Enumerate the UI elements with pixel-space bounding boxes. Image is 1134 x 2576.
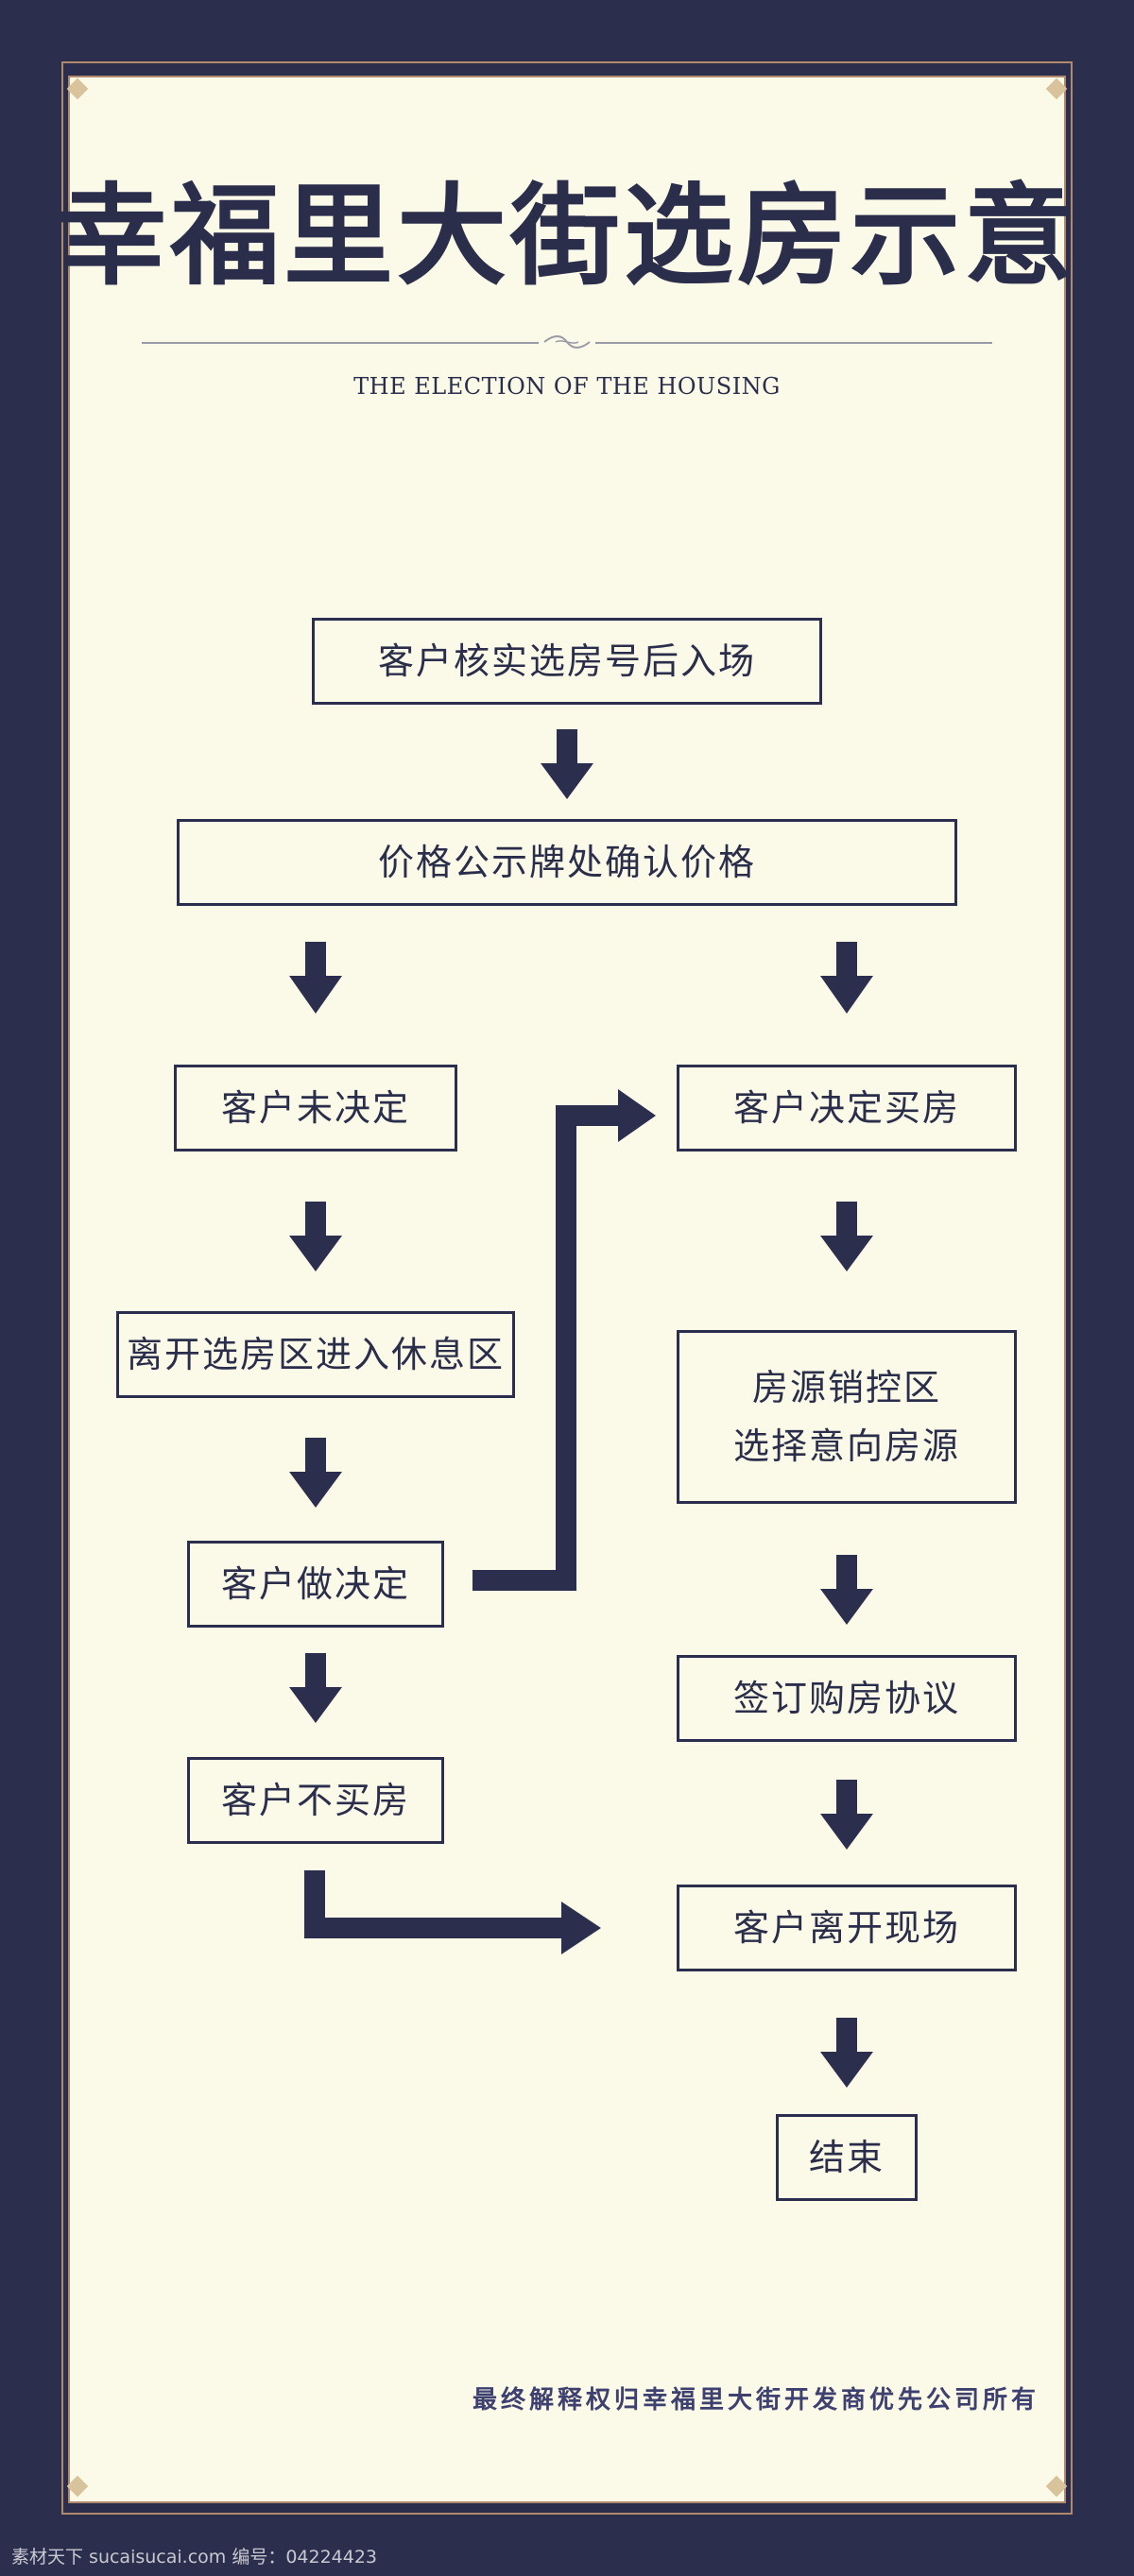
- arrow-down-icon: [820, 1555, 873, 1625]
- arrow-down-icon: [289, 1202, 342, 1271]
- step-label: 价格公示牌处确认价格: [377, 842, 756, 883]
- arrow-down-icon: [820, 2018, 873, 2088]
- title-divider-left: [142, 342, 539, 344]
- step-not-buy: 客户不买房: [187, 1757, 444, 1844]
- step-label: 客户核实选房号后入场: [377, 640, 756, 682]
- elbow-arrow-icon: [472, 1089, 656, 1591]
- arrow-down-icon: [289, 1653, 342, 1723]
- step-label: 客户决定买房: [732, 1087, 960, 1129]
- source-watermark: 素材天下 sucaisucai.com 编号：04224423: [11, 2547, 378, 2567]
- step-leave-site: 客户离开现场: [677, 1885, 1017, 1971]
- step-undecided: 客户未决定: [174, 1065, 457, 1152]
- footer-disclaimer: 最终解释权归幸福里大街开发商优先公司所有: [472, 2386, 1040, 2414]
- title-divider-right: [595, 342, 992, 344]
- step-verify-entry: 客户核实选房号后入场: [312, 618, 822, 705]
- step-label: 客户不买房: [220, 1780, 410, 1821]
- step-sign-agreement: 签订购房协议: [677, 1655, 1017, 1742]
- page-title: 幸福里大街选房示意: [57, 172, 1077, 300]
- step-end: 结束: [776, 2114, 918, 2201]
- step-confirm-price: 价格公示牌处确认价格: [177, 819, 957, 906]
- step-leave-to-rest: 离开选房区进入休息区: [116, 1311, 515, 1398]
- step-label: 结束: [808, 2137, 885, 2178]
- outer-frame: [61, 61, 1073, 2515]
- step-label: 客户做决定: [220, 1563, 410, 1605]
- arrow-down-icon: [289, 942, 342, 1014]
- elbow-arrow-icon: [304, 1870, 601, 1954]
- step-label: 房源销控区: [751, 1367, 941, 1408]
- flourish-ornament: [543, 335, 591, 349]
- poster-panel: [68, 76, 1066, 2503]
- step-control-area: 房源销控区 选择意向房源: [677, 1330, 1017, 1504]
- step-label: 签订购房协议: [732, 1678, 960, 1719]
- arrow-down-icon: [541, 729, 593, 799]
- step-make-decision: 客户做决定: [187, 1541, 444, 1628]
- step-decided-buy: 客户决定买房: [677, 1065, 1017, 1152]
- arrow-down-icon: [820, 1202, 873, 1271]
- step-label: 客户离开现场: [732, 1907, 960, 1949]
- step-label: 选择意向房源: [732, 1425, 960, 1467]
- arrow-down-icon: [289, 1438, 342, 1508]
- arrow-down-icon: [820, 942, 873, 1014]
- page-subtitle: THE ELECTION OF THE HOUSING: [353, 373, 781, 400]
- arrow-down-icon: [820, 1780, 873, 1850]
- step-label: 离开选房区进入休息区: [126, 1334, 505, 1375]
- step-label: 客户未决定: [220, 1087, 410, 1129]
